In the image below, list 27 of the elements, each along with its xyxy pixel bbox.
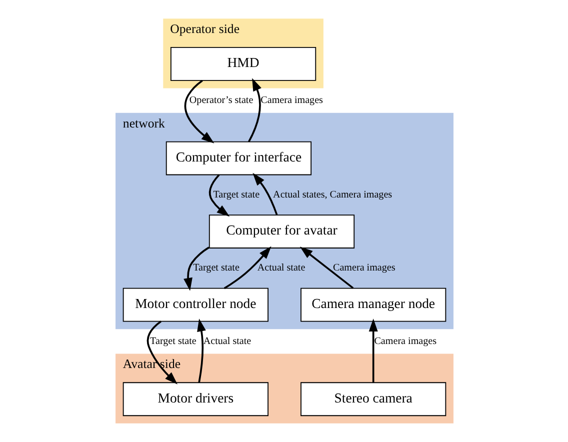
arrow [368,318,378,382]
node-box: Computer for interface [165,141,312,176]
edge-label: Target state [150,336,196,347]
edge-label: Camera images [374,336,436,347]
node-box: Motor controller node [122,288,268,322]
arrow [146,320,178,384]
arrow [184,80,214,144]
edge-label: Target state [212,189,260,200]
edge-label: Actual state [202,336,251,347]
edge-label: Camera images [332,262,395,274]
node-box: Camera manager node [300,288,446,322]
node-box: Stereo camera [300,382,446,416]
arrow [196,318,206,383]
arrow [208,174,230,217]
arrow [183,246,209,291]
edge-label: Actual states, Camera images [272,189,392,200]
edge-label: Actual state [256,262,305,274]
edge-label: Target state [192,262,239,274]
node-box: HMD [170,47,316,81]
arrow [299,246,354,289]
arrow [252,172,278,216]
edge-label: Operator’s state [188,95,253,106]
arrow [223,246,271,290]
arrow [248,78,261,142]
edge-label: Camera images [260,95,322,106]
node-box: Computer for avatar [208,214,354,248]
node-box: Motor drivers [122,382,268,416]
